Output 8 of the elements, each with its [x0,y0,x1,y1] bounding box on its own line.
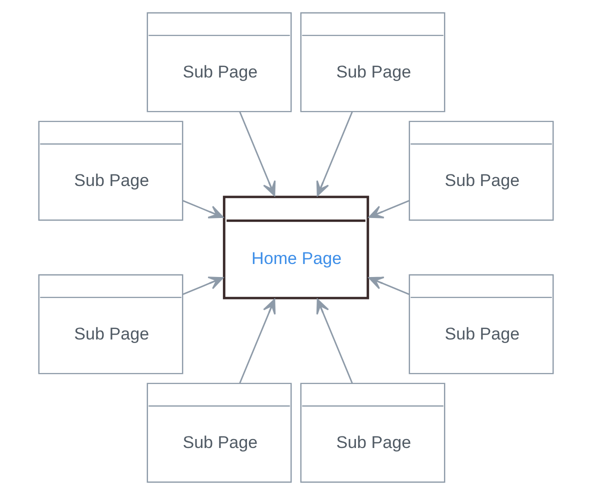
arrow [368,200,409,218]
arrow [182,276,224,296]
arrow [238,298,276,384]
arrow [316,298,352,384]
arrow [182,200,224,218]
arrow [368,276,409,296]
arrow [316,112,352,196]
arrow [238,112,276,196]
